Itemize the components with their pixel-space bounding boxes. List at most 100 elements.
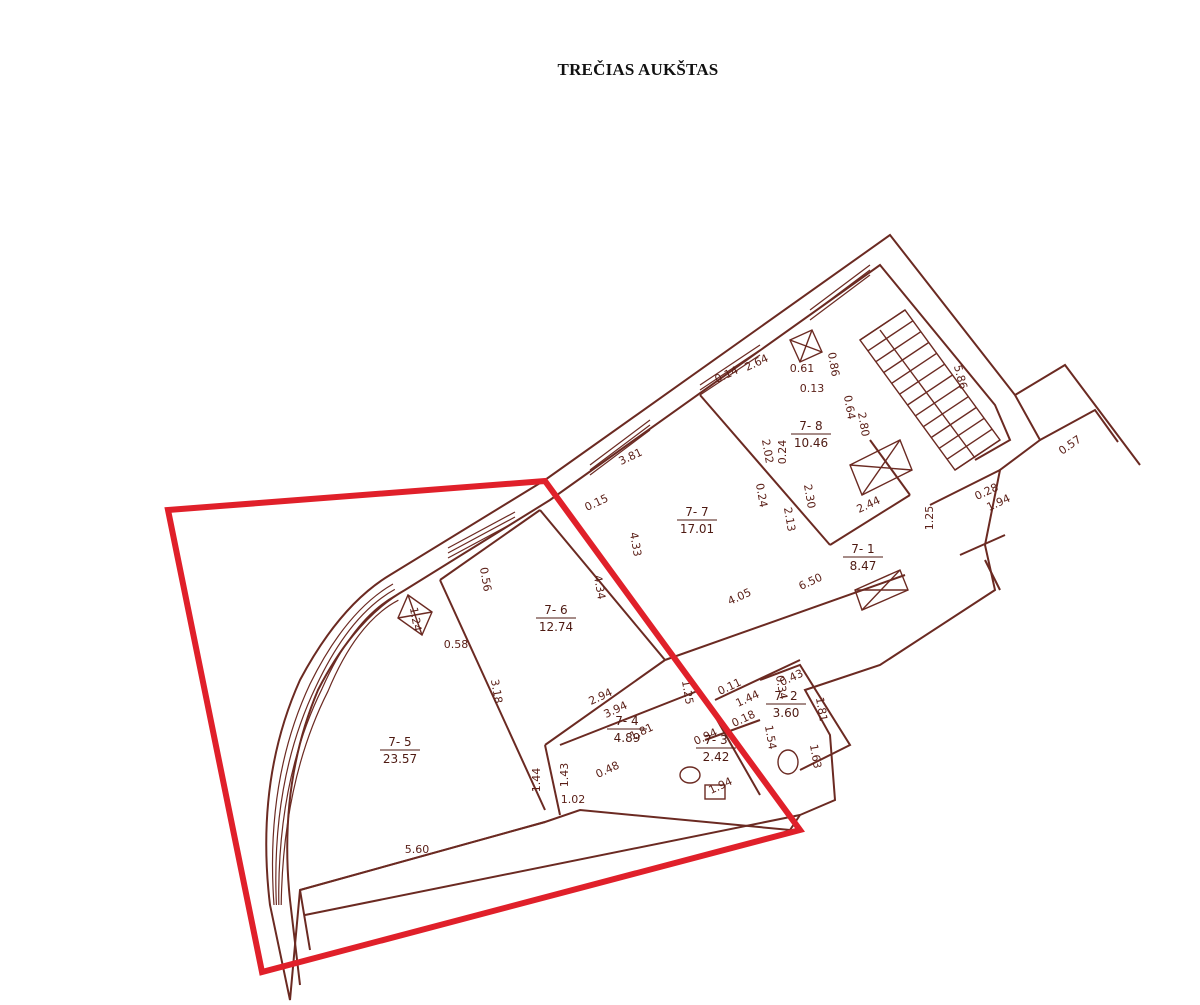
plan-title: TREČIAS AUKŠTAS (557, 60, 719, 79)
room-code-6: 7- 6 (544, 603, 567, 617)
partition-12 (759, 663, 852, 771)
dim-label-26: 2.02 (759, 438, 776, 464)
dim-label-36: 0.86 (825, 351, 842, 377)
dim-label-31: 2.44 (855, 494, 883, 516)
dim-label-40: 0.57 (1056, 433, 1084, 458)
room-area-8: 10.46 (794, 436, 828, 450)
curved-window-line-3 (280, 599, 399, 906)
dim-label-6: 0.58 (444, 638, 469, 651)
stair-step-2 (875, 331, 922, 363)
dim-label-20: 1.44 (734, 688, 762, 710)
partition-2 (539, 509, 666, 661)
dim-label-16: 6.50 (797, 571, 825, 593)
staircase (859, 309, 1001, 471)
partition-1 (439, 509, 541, 581)
dim-label-10: 1.43 (558, 763, 571, 788)
window-1-2 (589, 429, 651, 476)
dim-label-25: 1.94 (707, 775, 735, 797)
dim-label-43: 1.25 (923, 506, 936, 531)
room-code-7: 7- 7 (685, 505, 708, 519)
partition-3 (544, 659, 666, 746)
dim-label-4: 0.56 (477, 566, 494, 592)
room-code-8: 7- 8 (799, 419, 822, 433)
room-area-2: 3.60 (773, 706, 800, 720)
partition-6 (699, 394, 831, 546)
shaft-x2-1 (799, 329, 813, 363)
window-2-1 (699, 349, 761, 391)
partition-15 (959, 534, 1006, 556)
dim-label-8: 5.60 (405, 843, 430, 856)
stair-step-10 (938, 417, 985, 449)
room-area-3: 2.42 (703, 750, 730, 764)
stair-step-5 (899, 363, 945, 395)
room-area-5: 23.57 (383, 752, 417, 766)
stair-step-6 (907, 374, 953, 406)
dim-label-23: 1.81 (813, 696, 830, 722)
walls (265, 233, 1141, 1001)
partition-4 (544, 744, 561, 816)
window-0-1 (447, 516, 516, 554)
shaft-x2-0 (397, 611, 433, 619)
stair-step-9 (930, 406, 977, 439)
stair-rail (879, 329, 976, 459)
window-3-0 (809, 264, 871, 311)
dim-label-33: 2.64 (743, 352, 771, 374)
room-code-3: 7- 3 (704, 733, 727, 747)
dim-label-12: 0.48 (594, 759, 622, 781)
window-0-2 (447, 521, 516, 559)
shaft-x2-2 (861, 439, 901, 496)
window-1-0 (589, 419, 651, 466)
toilet-7-3 (679, 766, 701, 784)
stair-step-4 (891, 352, 938, 384)
partition-9 (559, 689, 701, 746)
window-3-1 (809, 269, 871, 316)
dim-label-3: 4.34 (591, 574, 608, 600)
dim-label-22: 0.34 (773, 674, 790, 700)
dim-label-24: 1.54 (762, 724, 779, 750)
dim-label-32: 0.14 (713, 364, 741, 386)
window-1-1 (589, 424, 651, 471)
bottom-wall (299, 814, 801, 951)
dim-label-46: 1.63 (807, 743, 824, 769)
room-area-4: 4.89 (614, 731, 641, 745)
windows (271, 264, 871, 906)
partition-14 (929, 469, 1001, 506)
dim-label-38: 2.80 (855, 411, 872, 437)
window-0-0 (447, 511, 516, 549)
dim-label-11: 1.02 (561, 793, 586, 806)
window-3-2 (809, 274, 871, 321)
room-code-1: 7- 1 (851, 542, 874, 556)
window-2-0 (699, 344, 761, 386)
stair-step-8 (922, 396, 969, 428)
room-area-6: 12.74 (539, 620, 573, 634)
partition-0 (439, 579, 546, 811)
room-code-4: 7- 4 (615, 714, 638, 728)
curved-window-line-0 (271, 583, 394, 906)
dim-label-37: 0.64 (841, 394, 858, 420)
dim-label-39: 5.86 (951, 364, 970, 391)
room-area-7: 17.01 (680, 522, 714, 536)
partition-7 (829, 494, 911, 546)
dim-label-34: 0.61 (790, 362, 815, 375)
curved-window-line-1 (275, 588, 396, 906)
partition-13 (704, 719, 761, 741)
dim-label-1: 0.15 (583, 492, 611, 514)
partition-5 (664, 574, 906, 661)
dim-label-27: 0.24 (776, 440, 789, 465)
room-code-5: 7- 5 (388, 735, 411, 749)
dim-label-30: 2.30 (801, 483, 818, 509)
partition-11 (714, 659, 801, 701)
dim-label-35: 0.13 (800, 382, 825, 395)
stair-step-3 (883, 341, 930, 374)
balcony (1014, 363, 1141, 466)
stair-step-7 (915, 385, 961, 417)
partition-16 (984, 559, 1001, 591)
dim-label-9: 1.44 (530, 768, 543, 793)
dim-label-29: 2.13 (781, 506, 798, 532)
stair-step-0 (859, 309, 906, 341)
shaft-x2-3 (861, 569, 901, 611)
dim-label-5: 1.24 (407, 606, 424, 632)
outer-wall-inner (286, 263, 1012, 986)
outer-wall (265, 233, 1042, 1001)
window-2-2 (699, 354, 761, 396)
